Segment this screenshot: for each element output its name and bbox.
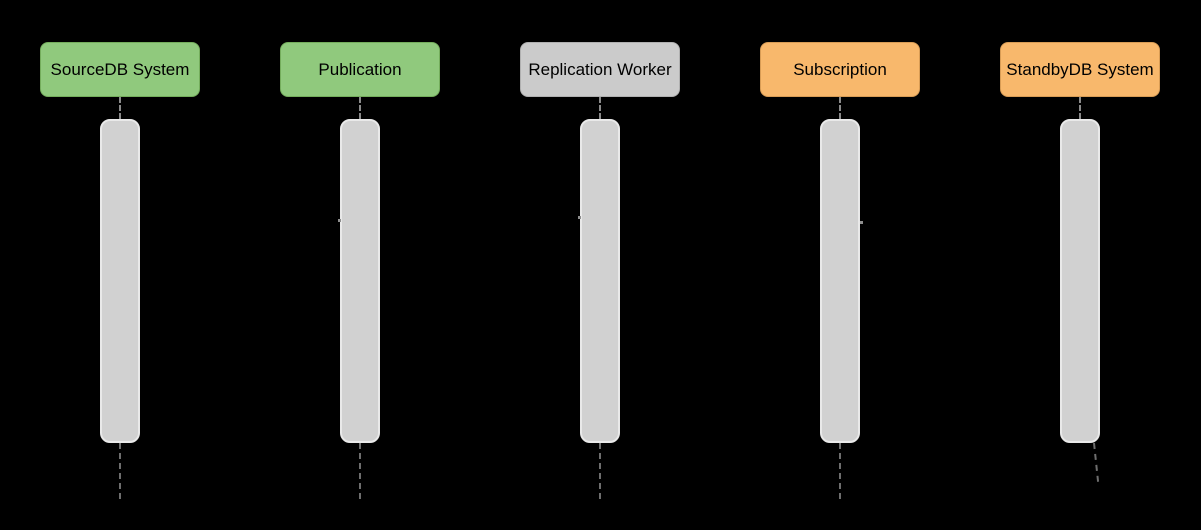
lifeline-tail-dash [1093,442,1100,482]
activation-bar [1060,119,1100,443]
actor-label-sourcedb-system: SourceDB System [50,59,190,79]
activation-bar [580,119,620,443]
lifeline-connector-dash [599,97,601,119]
actor-box-publication: Publication [280,42,440,97]
activation-bar [340,119,380,443]
lifeline-tail-dash [839,443,841,499]
lifeline-connector-dash [1079,97,1081,119]
lifeline-connector-dash [119,97,121,119]
actor-box-standbydb-system: StandbyDB System [1000,42,1160,97]
arrowhead-speck [578,216,581,219]
lifeline-tail-dash [119,443,121,499]
arrowhead-speck [860,221,863,224]
actor-box-replication-worker: Replication Worker [520,42,680,97]
actor-label-publication: Publication [318,59,402,79]
actor-label-standbydb-system: StandbyDB System [1006,59,1154,79]
activation-bar [820,119,860,443]
activation-bar [100,119,140,443]
arrowhead-speck [338,219,341,222]
actor-box-sourcedb-system: SourceDB System [40,42,200,97]
lifeline-connector-dash [359,97,361,119]
lifeline-tail-dash [599,443,601,499]
actor-label-replication-worker: Replication Worker [528,59,672,79]
lifeline-connector-dash [839,97,841,119]
actor-label-subscription: Subscription [793,59,887,79]
actor-box-subscription: Subscription [760,42,920,97]
lifeline-tail-dash [359,443,361,499]
